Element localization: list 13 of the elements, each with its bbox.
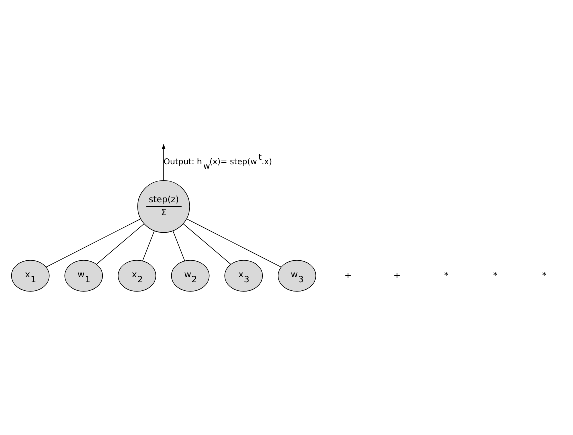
connector [172, 230, 186, 261]
label: + [344, 270, 352, 281]
connector [46, 218, 142, 268]
connector [183, 223, 232, 264]
connector [186, 218, 282, 268]
label: * [444, 270, 449, 281]
connector [96, 223, 144, 264]
label: + [394, 270, 401, 281]
label: * [493, 270, 498, 281]
label: * [542, 270, 547, 281]
arrow [162, 144, 166, 181]
node-circle: step(z) Σ [138, 180, 190, 233]
connector [142, 230, 155, 261]
